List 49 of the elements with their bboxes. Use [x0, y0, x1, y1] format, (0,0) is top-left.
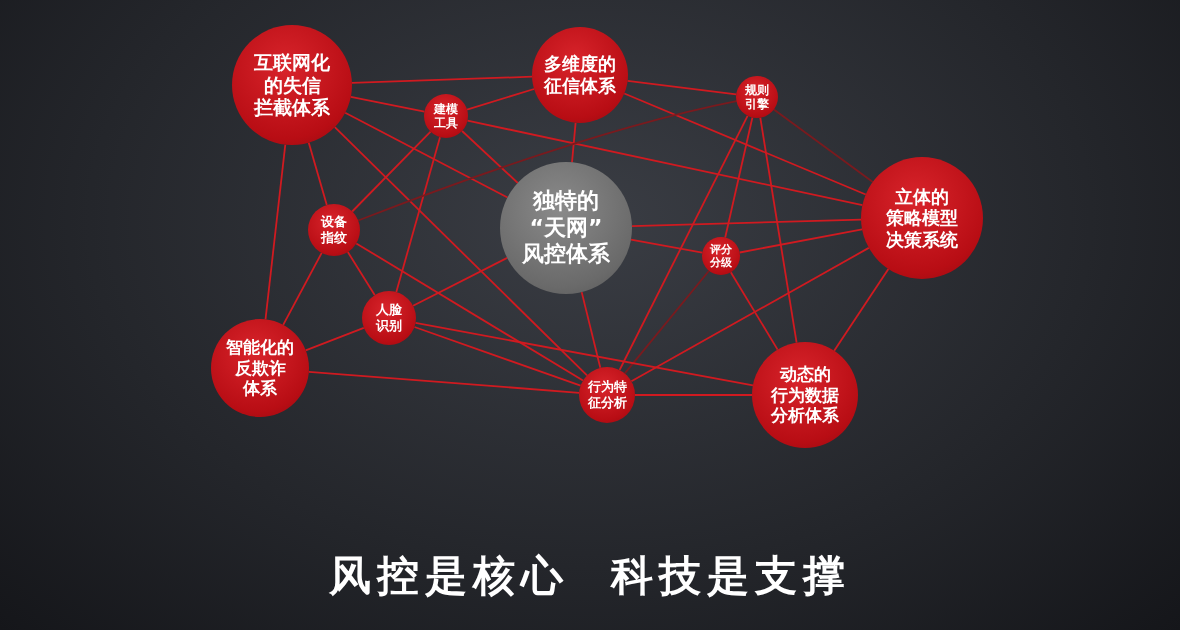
connector-line: [282, 252, 323, 326]
connector-line: [304, 326, 365, 352]
topic-circle: 建模工具: [424, 94, 468, 138]
connector-line: [264, 143, 287, 321]
connector-line: [346, 251, 376, 296]
connector-line: [308, 370, 580, 394]
connector-line: [412, 257, 509, 307]
connector-line: [630, 238, 704, 254]
connector-line: [466, 119, 864, 207]
topic-circle: 人脸识别: [362, 291, 416, 345]
connector-line: [349, 95, 426, 113]
connector-line: [461, 130, 519, 184]
hub-circle: 独特的“天网”风控体系: [500, 162, 632, 294]
connector-line: [634, 394, 753, 396]
connector-line: [773, 108, 874, 183]
connector-line: [344, 111, 509, 199]
connector-line: [738, 228, 863, 254]
connector-line: [833, 268, 890, 352]
connector-line: [351, 130, 432, 213]
topic-circle: 立体的策略模型决策系统: [861, 157, 983, 279]
connector-line: [630, 247, 870, 383]
connector-line: [571, 121, 577, 164]
connector-line: [333, 126, 588, 377]
connector-line: [623, 269, 710, 375]
topic-circle: 互联网化的失信拦截体系: [232, 25, 352, 145]
connector-line: [729, 271, 779, 351]
topic-circle: 规则引擎: [736, 76, 778, 118]
connector-line: [414, 322, 754, 387]
topic-circle: 动态的行为数据分析体系: [752, 342, 858, 448]
connector-line: [618, 114, 749, 371]
connector-line: [626, 80, 738, 96]
connector-line: [355, 242, 584, 382]
topic-circle: 智能化的反欺诈体系: [211, 319, 309, 417]
connector-line: [357, 100, 738, 222]
connector-line: [395, 136, 441, 293]
connector-line: [307, 141, 328, 206]
connector-line: [631, 218, 862, 227]
connector-line: [759, 116, 798, 344]
connector-line: [623, 92, 867, 196]
topic-circle: 评分分级: [702, 237, 740, 275]
topic-circle: 设备指纹: [308, 204, 360, 256]
connector-line: [351, 75, 533, 84]
topic-circle: 多维度的征信体系: [532, 27, 628, 123]
connector-line: [413, 326, 582, 387]
slogan: 风控是核心 科技是支撑: [328, 550, 852, 602]
connector-line: [580, 291, 602, 369]
connector-line: [724, 116, 754, 239]
connector-line: [466, 88, 535, 111]
topic-circle: 行为特征分析: [579, 367, 635, 423]
